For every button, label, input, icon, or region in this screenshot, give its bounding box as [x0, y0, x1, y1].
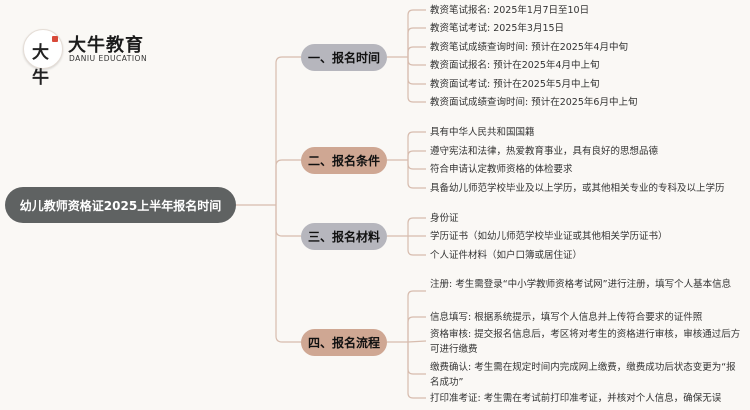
leaf-item: 教资面试考试: 预计在2025年5月中上旬 — [430, 79, 600, 90]
leaf-connector — [407, 46, 426, 57]
branch-node-conditions[interactable]: 二、报名条件 — [301, 147, 387, 174]
leaf-connector — [407, 316, 426, 342]
logo: 大牛 大牛教育 DANIU EDUCATION — [20, 27, 150, 88]
branch-connector — [275, 205, 301, 237]
leaf-item: 具有中华人民共和国国籍 — [430, 127, 535, 138]
leaf-item: 遵守宪法和法律，热爱教育事业，具有良好的思想品德 — [430, 146, 659, 157]
leaf-item: 身份证 — [430, 213, 459, 224]
leaf-connector — [407, 27, 426, 57]
leaf-item: 教资笔试成绩查询时间: 预计在2025年4月中旬 — [430, 42, 628, 53]
leaf-item: 具备幼儿师范学校毕业及以上学历，或其他相关专业的专科及以上学历 — [430, 183, 725, 194]
leaf-connector — [407, 217, 426, 236]
leaf-connector — [407, 150, 426, 160]
leaf-item: 学历证书（如幼儿师范学校毕业证或其他相关学历证书） — [430, 231, 668, 242]
leaf-item: 注册: 考生需登录“中小学教师资格考试网”进行注册，填写个人基本信息 — [430, 279, 732, 290]
leaf-connector — [407, 342, 426, 375]
leaf-item: 符合申请认定教师资格的体检要求 — [430, 164, 573, 175]
leaf-item: 教资笔试报名: 2025年1月7日至10日 — [430, 5, 590, 16]
leaf-item: 信息填写: 根据系统提示，填写个人信息并上传符合要求的证件照 — [430, 312, 703, 323]
leaf-connector — [407, 290, 426, 342]
leaf-item: 缴费确认: 考生需在规定时间内完成网上缴费，缴费成功后状态变更为“报名成功” — [430, 362, 736, 388]
root-node[interactable]: 幼儿教师资格证2025上半年报名时间 — [5, 187, 236, 223]
leaf-connector — [407, 57, 426, 66]
leaf-connector — [407, 236, 426, 256]
branch-connector — [275, 56, 301, 205]
leaf-item: 教资笔试考试: 2025年3月15日 — [430, 23, 565, 34]
logo-mark: 大牛 — [32, 43, 49, 88]
leaf-connector — [407, 340, 427, 343]
leaf-connector — [407, 57, 426, 103]
branch-connector — [275, 205, 301, 343]
leaf-item: 个人证件材料（如户口簿或居住证） — [430, 250, 583, 261]
logo-emblem: 大牛 — [23, 29, 63, 88]
leaf-connector — [407, 9, 426, 57]
logo-seal-icon — [52, 36, 58, 42]
leaf-item: 打印准考证: 考生需在考试前打印准考证，并核对个人信息，确保无误 — [430, 393, 722, 404]
leaf-connector — [407, 131, 426, 160]
logo-name-en: DANIU EDUCATION — [69, 54, 148, 63]
branch-connector — [275, 159, 301, 205]
leaf-item: 教资面试成绩查询时间: 预计在2025年6月中上旬 — [430, 97, 638, 108]
branch-node-time[interactable]: 一、报名时间 — [301, 44, 387, 71]
leaf-connector — [407, 342, 426, 399]
leaf-connector — [407, 160, 426, 189]
branch-node-process[interactable]: 四、报名流程 — [301, 329, 387, 356]
logo-name: 大牛教育 — [68, 35, 144, 56]
leaf-item: 教资面试报名: 预计在2025年4月中上旬 — [430, 60, 600, 71]
leaf-connector — [407, 57, 426, 85]
leaf-connector — [407, 160, 426, 170]
branch-node-materials[interactable]: 三、报名材料 — [301, 223, 387, 250]
leaf-item: 资格审核: 提交报名信息后，考区将对考生的资格进行审核，审核通过后方可进行缴费 — [430, 329, 741, 355]
